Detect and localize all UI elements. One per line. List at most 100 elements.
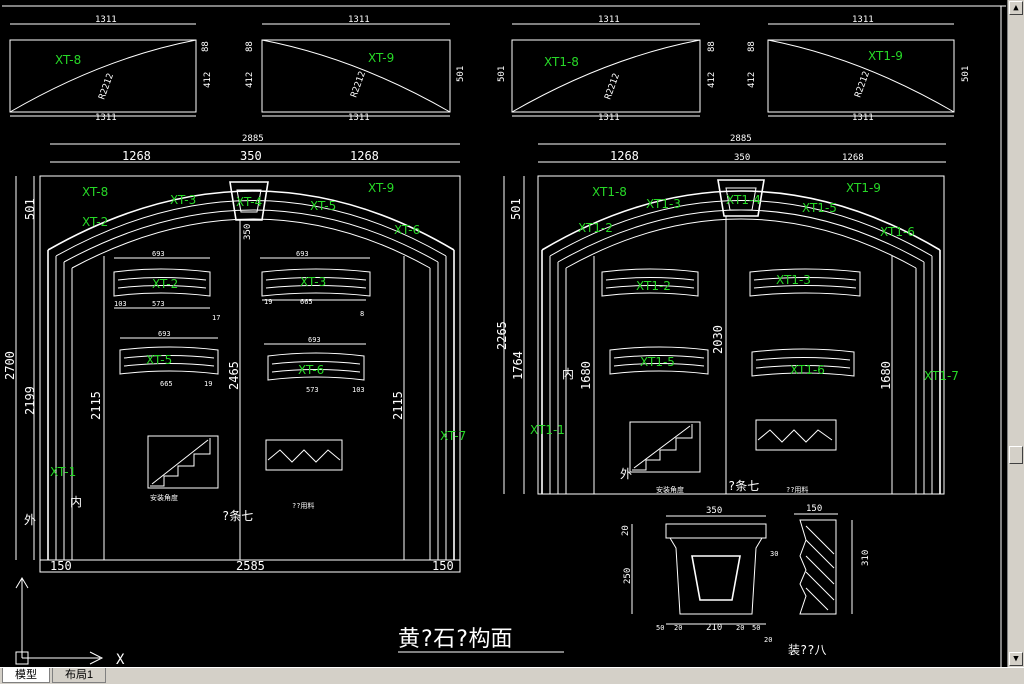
- piece-tag-left-3: XT-5: [146, 353, 172, 367]
- svg-text:573: 573: [306, 386, 319, 394]
- svg-text:665: 665: [160, 380, 173, 388]
- svg-text:573: 573: [152, 300, 165, 308]
- piece-tag-left-1: XT-2: [152, 277, 178, 291]
- svg-text:2030: 2030: [711, 325, 725, 354]
- svg-text:88: 88: [747, 41, 757, 52]
- top-dim-9: 501: [456, 66, 466, 82]
- right-section-details: 安装角度 ??用料 ?条七: [629, 419, 837, 494]
- scroll-down-icon[interactable]: ▼: [1009, 652, 1023, 666]
- seg-width-left-2: 350: [240, 149, 262, 163]
- overall-width-left: 2885: [242, 134, 264, 144]
- svg-text:XT1-2: XT1-2: [578, 221, 613, 235]
- section-caption-left-2: ??用料: [292, 501, 314, 510]
- tag-xt1-8-top: XT1-8: [544, 55, 579, 69]
- right-pieces: XT1-2 XT1-3 XT1-5 XT1-6: [601, 268, 861, 377]
- ucs-icon: X: [15, 577, 125, 668]
- svg-text:17: 17: [212, 314, 220, 322]
- top-dim-7: 88: [245, 41, 255, 52]
- bottom-dim-left-3: 150: [432, 559, 454, 573]
- svg-text:103: 103: [352, 386, 365, 394]
- svg-text:501: 501: [497, 66, 507, 82]
- svg-text:250: 250: [623, 568, 633, 584]
- svg-text:350: 350: [706, 506, 722, 516]
- scroll-thumb[interactable]: [1009, 446, 1023, 464]
- piece-tag-left-2: XT-3: [300, 275, 326, 289]
- h-dim-left-2: 2700: [3, 351, 17, 380]
- svg-text:XT1-5: XT1-5: [802, 201, 837, 215]
- cad-drawing-canvas[interactable]: 1311 1311 88 412 XT-8 R2212 1311 1311 88…: [0, 0, 1008, 668]
- svg-text:412: 412: [707, 72, 717, 88]
- svg-text:693: 693: [158, 330, 171, 338]
- seg-width-left-1: 1268: [122, 149, 151, 163]
- right-top-panels: 1311 1311 501 88 412 XT1-8 R2212 1311 13…: [497, 15, 971, 123]
- left-arch-elevation: 2885 1268 350 1268 501 2700 2199 2115 24…: [3, 134, 466, 573]
- svg-text:50: 50: [752, 624, 760, 632]
- svg-text:8: 8: [360, 310, 364, 318]
- svg-text:2885: 2885: [730, 134, 752, 144]
- top-dim-8: 412: [245, 72, 255, 88]
- svg-text:1311: 1311: [852, 15, 874, 25]
- svg-text:20: 20: [764, 636, 772, 644]
- svg-text:XT1-9: XT1-9: [846, 181, 881, 195]
- svg-text:外: 外: [620, 467, 632, 481]
- svg-text:XT1-8: XT1-8: [592, 185, 627, 199]
- svg-text:1764: 1764: [511, 351, 525, 380]
- svg-text:20: 20: [736, 624, 744, 632]
- svg-text:1680: 1680: [579, 361, 593, 390]
- svg-text:R2212: R2212: [853, 70, 872, 99]
- svg-text:310: 310: [861, 550, 871, 566]
- svg-text:150: 150: [806, 504, 822, 514]
- top-dim-6: 1311: [348, 113, 370, 123]
- drawing-title: 黄?石?构面: [398, 627, 513, 652]
- h-dim-left-3: 2199: [23, 386, 37, 415]
- svg-text:XT1-6: XT1-6: [880, 225, 915, 239]
- svg-text:1268: 1268: [842, 153, 864, 163]
- bottom-dim-left-2: 2585: [236, 559, 265, 573]
- outside-label-left: 外: [24, 513, 36, 527]
- top-dim-1: 1311: [95, 15, 117, 25]
- vertical-scrollbar[interactable]: ▲ ▼: [1007, 0, 1024, 668]
- h-dim-left-5: 2465: [227, 361, 241, 390]
- tag-left-arch-5: XT-9: [368, 181, 394, 195]
- bottom-dim-left-1: 150: [50, 559, 72, 573]
- right-arch-elevation: 2885 1268 350 1268 501 2265 1764 1680 20…: [495, 134, 959, 495]
- tag-xt1-9-top: XT1-9: [868, 49, 903, 63]
- svg-text:20: 20: [621, 525, 631, 536]
- h-dim-left-7: 350: [243, 224, 253, 240]
- svg-text:20: 20: [674, 624, 682, 632]
- top-dim-3: 88: [201, 41, 211, 52]
- top-dim-4: 412: [203, 72, 213, 88]
- h-dim-left-6: 2115: [391, 391, 405, 420]
- svg-text:412: 412: [747, 72, 757, 88]
- left-section-details: 安装角度 ??用料 ?条七: [147, 435, 343, 523]
- layout-tab-bar: 模型布局1: [0, 667, 1024, 684]
- top-dim-2: 1311: [95, 113, 117, 123]
- tag-left-arch-3: XT-4: [236, 195, 262, 209]
- radius-label-left-2: R2212: [349, 70, 368, 99]
- tag-left-side-1: XT-1: [50, 465, 76, 479]
- svg-text:501: 501: [961, 66, 971, 82]
- tag-xt8-top: XT-8: [55, 53, 81, 67]
- tag-left-arch-6: XT-2: [82, 215, 108, 229]
- section-caption-left-3: ?条七: [222, 509, 253, 523]
- svg-text:内: 内: [562, 367, 574, 381]
- svg-text:210: 210: [706, 623, 722, 633]
- svg-text:XT1-3: XT1-3: [646, 197, 681, 211]
- svg-text:350: 350: [734, 153, 750, 163]
- tab-model[interactable]: 模型: [2, 668, 50, 683]
- svg-text:665: 665: [300, 298, 313, 306]
- h-dim-left-4: 2115: [89, 391, 103, 420]
- svg-text:1311: 1311: [598, 15, 620, 25]
- scroll-up-icon[interactable]: ▲: [1009, 1, 1023, 15]
- top-dim-5: 1311: [348, 15, 370, 25]
- radius-label-left: R2212: [97, 72, 116, 101]
- svg-text:XT1-7: XT1-7: [924, 369, 959, 383]
- svg-text:693: 693: [308, 336, 321, 344]
- svg-text:50: 50: [656, 624, 664, 632]
- tab-layout1[interactable]: 布局1: [52, 668, 107, 683]
- ucs-x-label: X: [116, 652, 125, 668]
- svg-text:XT1-3: XT1-3: [776, 273, 811, 287]
- keystone-caption: 装??八: [788, 643, 826, 657]
- svg-text:1311: 1311: [852, 113, 874, 123]
